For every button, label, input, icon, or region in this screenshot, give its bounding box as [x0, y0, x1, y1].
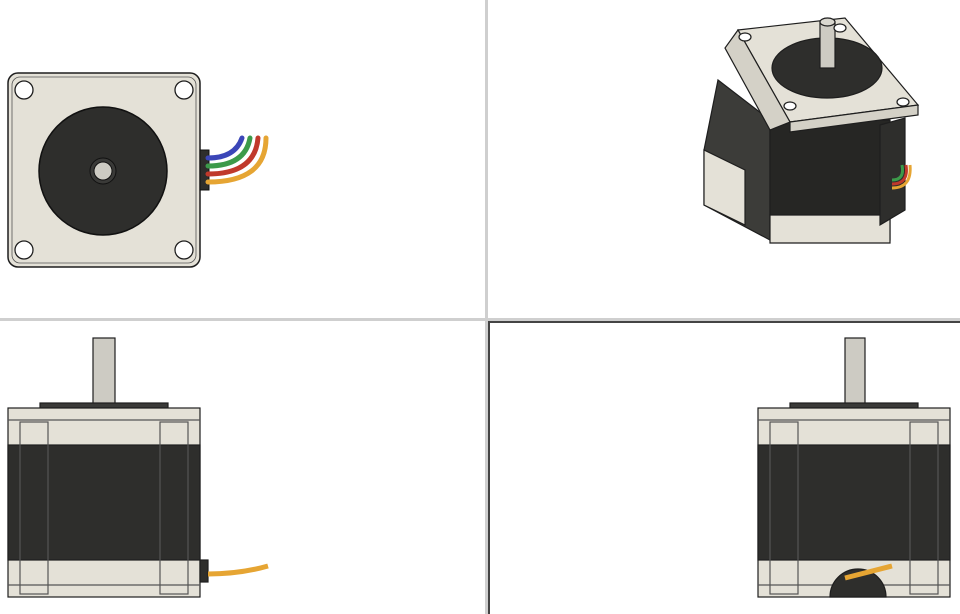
viewport-side-left[interactable]: [0, 321, 485, 614]
viewport-side-right[interactable]: [488, 321, 960, 614]
motor-front-view: [7, 72, 269, 268]
viewport-divider-vertical[interactable]: [485, 0, 488, 614]
motor-side-view-2: [757, 337, 951, 598]
viewport-divider-horizontal[interactable]: [0, 318, 960, 321]
motor-shaft: [819, 21, 836, 69]
motor-wires: [205, 135, 269, 185]
viewport-isometric[interactable]: [488, 0, 960, 318]
mounting-holes: [14, 80, 194, 260]
motor-shaft: [92, 337, 116, 405]
motor-side-view: [7, 337, 269, 598]
motor-shaft: [844, 337, 866, 405]
motor-iso-view: [703, 17, 920, 244]
wire-connector: [199, 149, 210, 191]
motor-wire: [207, 563, 269, 577]
motor-wires: [891, 164, 912, 190]
motor-wire: [844, 563, 893, 581]
viewport-front[interactable]: [0, 0, 485, 318]
